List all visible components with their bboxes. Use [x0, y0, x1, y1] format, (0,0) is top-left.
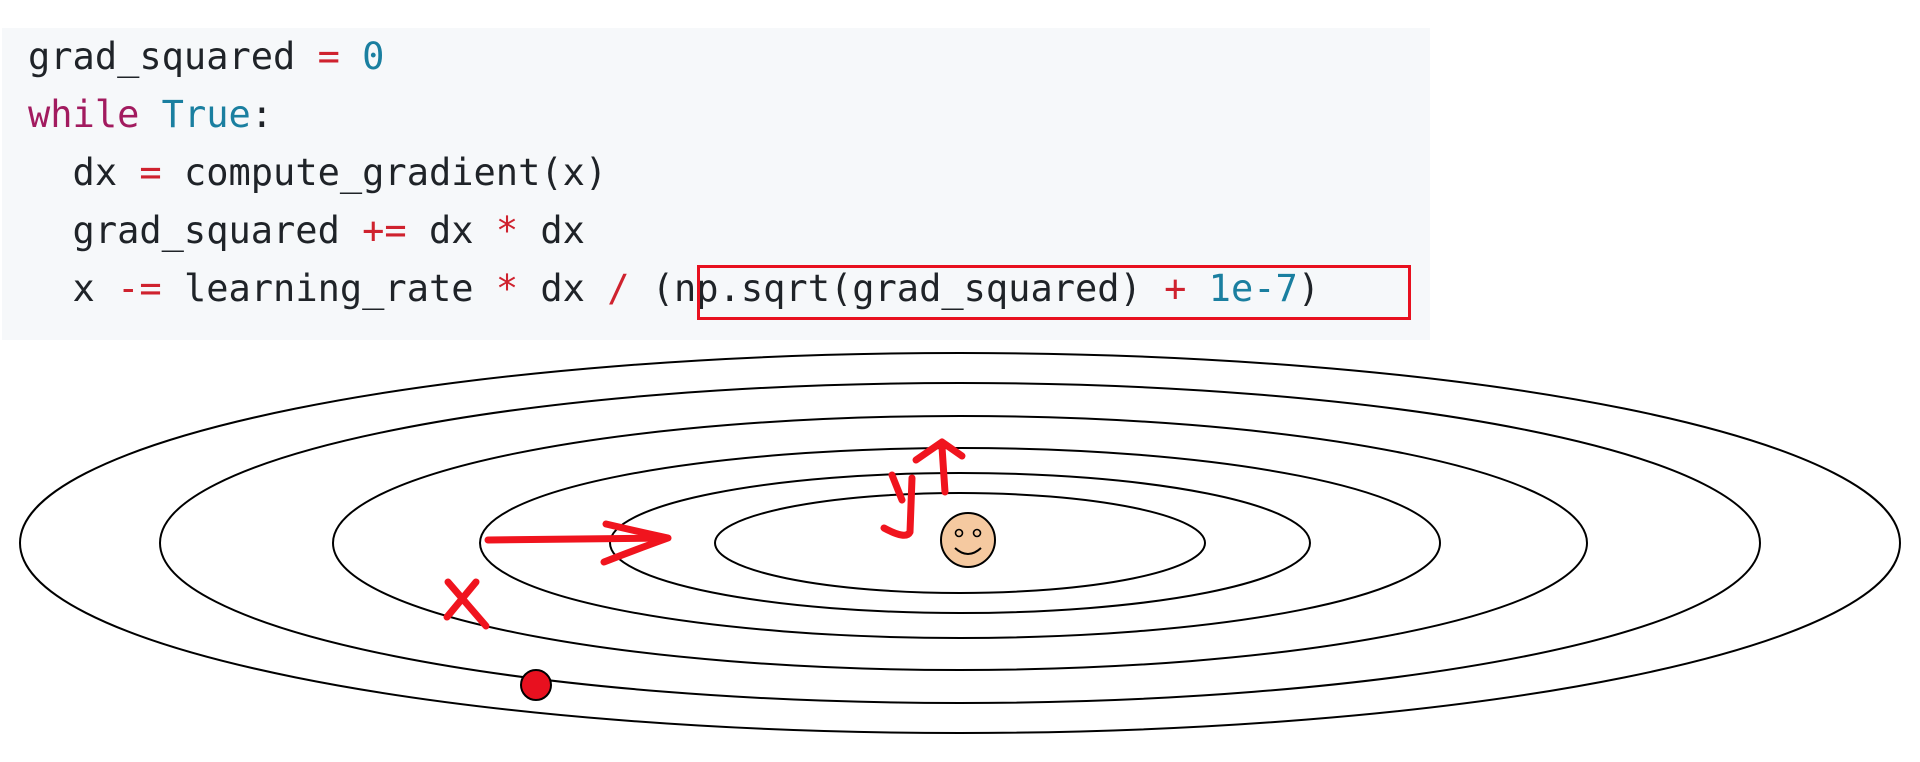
- code-token: -=: [117, 267, 162, 310]
- code-token: ): [1297, 267, 1321, 310]
- smiley-left-eye: [954, 528, 964, 538]
- code-line-1: grad_squared = 0: [28, 28, 384, 86]
- contour-lines: [19, 352, 1901, 734]
- x-direction-arrow: [484, 534, 669, 544]
- y-label-stroke-2: [880, 474, 916, 539]
- code-token: +: [1164, 267, 1187, 310]
- code-token: dx: [518, 209, 585, 252]
- y-label-stroke-1: [888, 471, 906, 504]
- code-token: *: [495, 267, 519, 310]
- contour-ellipse-2: [714, 492, 1206, 594]
- y-label: y: [905, 504, 906, 506]
- x-label-stroke-2: [443, 578, 480, 621]
- contour-ellipse-3: [609, 472, 1311, 614]
- minimum-smiley-icon: [940, 512, 996, 568]
- code-token: while: [28, 93, 140, 136]
- code-token: /: [607, 267, 630, 310]
- annotation-strokes: [443, 438, 966, 630]
- code-line-2: while True:: [28, 86, 273, 144]
- smiley-face: [940, 512, 996, 568]
- x-direction-arrowhead: [600, 520, 672, 566]
- code-token: +=: [362, 209, 407, 252]
- smiley-mouth: [954, 547, 982, 555]
- y-direction-arrowhead: [912, 438, 966, 464]
- contour-ellipse-4: [479, 447, 1441, 639]
- code-token: *: [495, 209, 519, 252]
- contour-ellipse-7: [19, 352, 1901, 734]
- code-token: =: [139, 151, 162, 194]
- code-token: True: [161, 93, 251, 136]
- contour-ellipse-6: [159, 382, 1761, 704]
- y-direction-arrow: [938, 443, 949, 496]
- start-point-dot: [520, 669, 552, 701]
- code-line-5: x -= learning_rate * dx / (np.sqrt(grad_…: [28, 260, 1321, 318]
- code-token: :: [250, 93, 274, 136]
- code-token: grad_squared: [28, 35, 296, 78]
- highlight-box: [697, 265, 1411, 320]
- contour-ellipse-5: [332, 415, 1588, 671]
- code-token: 0: [362, 35, 385, 78]
- code-token: compute_gradient(x): [161, 151, 608, 194]
- smiley-right-eye: [972, 528, 982, 538]
- code-token: 1e-7: [1208, 267, 1298, 310]
- code-token: learning_rate: [161, 267, 496, 310]
- code-block: [2, 28, 1430, 340]
- code-token: grad_squared: [28, 209, 363, 252]
- code-token: =: [295, 35, 363, 78]
- code-token: dx: [406, 209, 496, 252]
- code-line-3: dx = compute_gradient(x): [28, 144, 608, 202]
- code-line-4: grad_squared += dx * dx: [28, 202, 585, 260]
- code-token: x: [28, 267, 118, 310]
- code-token: dx: [518, 267, 608, 310]
- code-token: (np.sqrt(grad_squared): [629, 267, 1165, 310]
- code-token: dx: [28, 151, 140, 194]
- x-label-stroke-1: [444, 578, 490, 630]
